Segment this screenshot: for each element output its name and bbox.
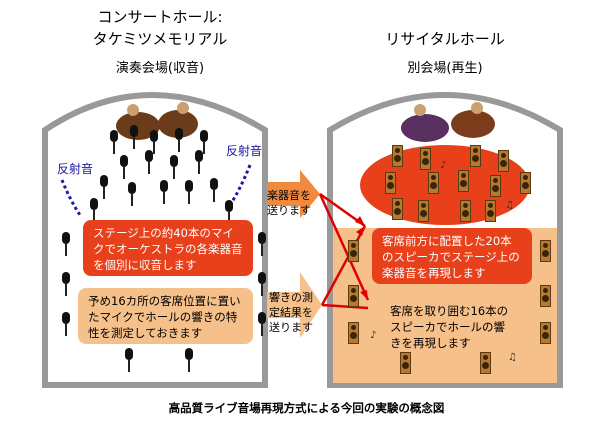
- microphone-icon: [62, 272, 70, 296]
- microphone-icon: [170, 155, 178, 179]
- speaker-icon: [348, 285, 359, 307]
- microphone-icon: [145, 150, 153, 174]
- speaker-icon: [428, 172, 439, 194]
- left-hall-title-line1: コンサートホール:: [97, 8, 223, 26]
- right-hall-title: リサイタルホール: [385, 30, 505, 48]
- speaker-icon: [470, 145, 481, 167]
- right-hall-subtitle: 別会場(再生): [407, 61, 483, 76]
- left-seat-mic-box: 予め16カ所の客席位置に置いたマイクでホールの響きの特性を測定しておきます: [78, 288, 253, 344]
- microphone-icon: [125, 348, 133, 372]
- right-front-speaker-box: 客席前方に配置した20本のスピーカでステージ上の楽器音を再現します: [372, 228, 532, 284]
- microphone-icon: [200, 130, 208, 154]
- microphone-icon: [210, 178, 218, 202]
- speaker-icon: [418, 200, 429, 222]
- speaker-icon: [348, 322, 359, 344]
- speaker-icon: [400, 352, 411, 374]
- orchestra-icon: [395, 98, 505, 148]
- music-note-icon: ♪: [440, 160, 447, 171]
- speaker-icon: [498, 150, 509, 172]
- arrow-label-reverb: 響きの測定結果を送ります: [269, 291, 313, 334]
- microphone-icon: [150, 130, 158, 154]
- orchestra-icon: [108, 98, 208, 148]
- music-note-icon: ♫: [505, 200, 514, 211]
- speaker-icon: [490, 175, 501, 197]
- microphone-icon: [185, 348, 193, 372]
- speaker-icon: [540, 285, 551, 307]
- speaker-icon: [540, 322, 551, 344]
- speaker-icon: [420, 148, 431, 170]
- reflect-label-right: 反射音: [226, 144, 263, 158]
- music-note-icon: ♫: [508, 352, 517, 363]
- microphone-icon: [195, 150, 203, 174]
- microphone-icon: [62, 312, 70, 336]
- reflect-label-left: 反射音: [57, 162, 94, 176]
- diagram-caption: 高品質ライブ音場再現方式による今回の実験の概念図: [168, 401, 445, 415]
- speaker-icon: [348, 240, 359, 262]
- microphone-icon: [225, 200, 233, 224]
- microphone-icon: [258, 232, 266, 256]
- microphone-icon: [258, 272, 266, 296]
- speaker-icon: [458, 170, 469, 192]
- microphone-icon: [90, 198, 98, 222]
- microphone-icon: [110, 130, 118, 154]
- speaker-icon: [480, 352, 491, 374]
- microphone-icon: [130, 125, 138, 149]
- microphone-icon: [62, 232, 70, 256]
- microphone-icon: [128, 182, 136, 206]
- speaker-icon: [520, 172, 531, 194]
- microphone-icon: [175, 128, 183, 152]
- right-surround-speaker-box: 客席を取り囲む16本のスピーカでホールの響きを再現します: [380, 298, 522, 350]
- left-hall-title-line2: タケミツメモリアル: [92, 30, 228, 48]
- speaker-icon: [392, 145, 403, 167]
- speaker-icon: [385, 172, 396, 194]
- speaker-icon: [540, 240, 551, 262]
- music-note-icon: ♪: [370, 330, 377, 341]
- microphone-icon: [160, 180, 168, 204]
- microphone-icon: [258, 312, 266, 336]
- arrow-label-instrument: 楽器音を送ります: [267, 189, 311, 217]
- microphone-icon: [120, 155, 128, 179]
- left-hall-subtitle: 演奏会場(収音): [115, 61, 205, 76]
- speaker-icon: [460, 200, 471, 222]
- left-stage-mic-box: ステージ上の約40本のマイクでオーケストラの各楽器音を個別に収音します: [83, 220, 253, 276]
- microphone-icon: [100, 175, 108, 199]
- speaker-icon: [485, 200, 496, 222]
- speaker-icon: [392, 198, 403, 220]
- microphone-icon: [185, 180, 193, 204]
